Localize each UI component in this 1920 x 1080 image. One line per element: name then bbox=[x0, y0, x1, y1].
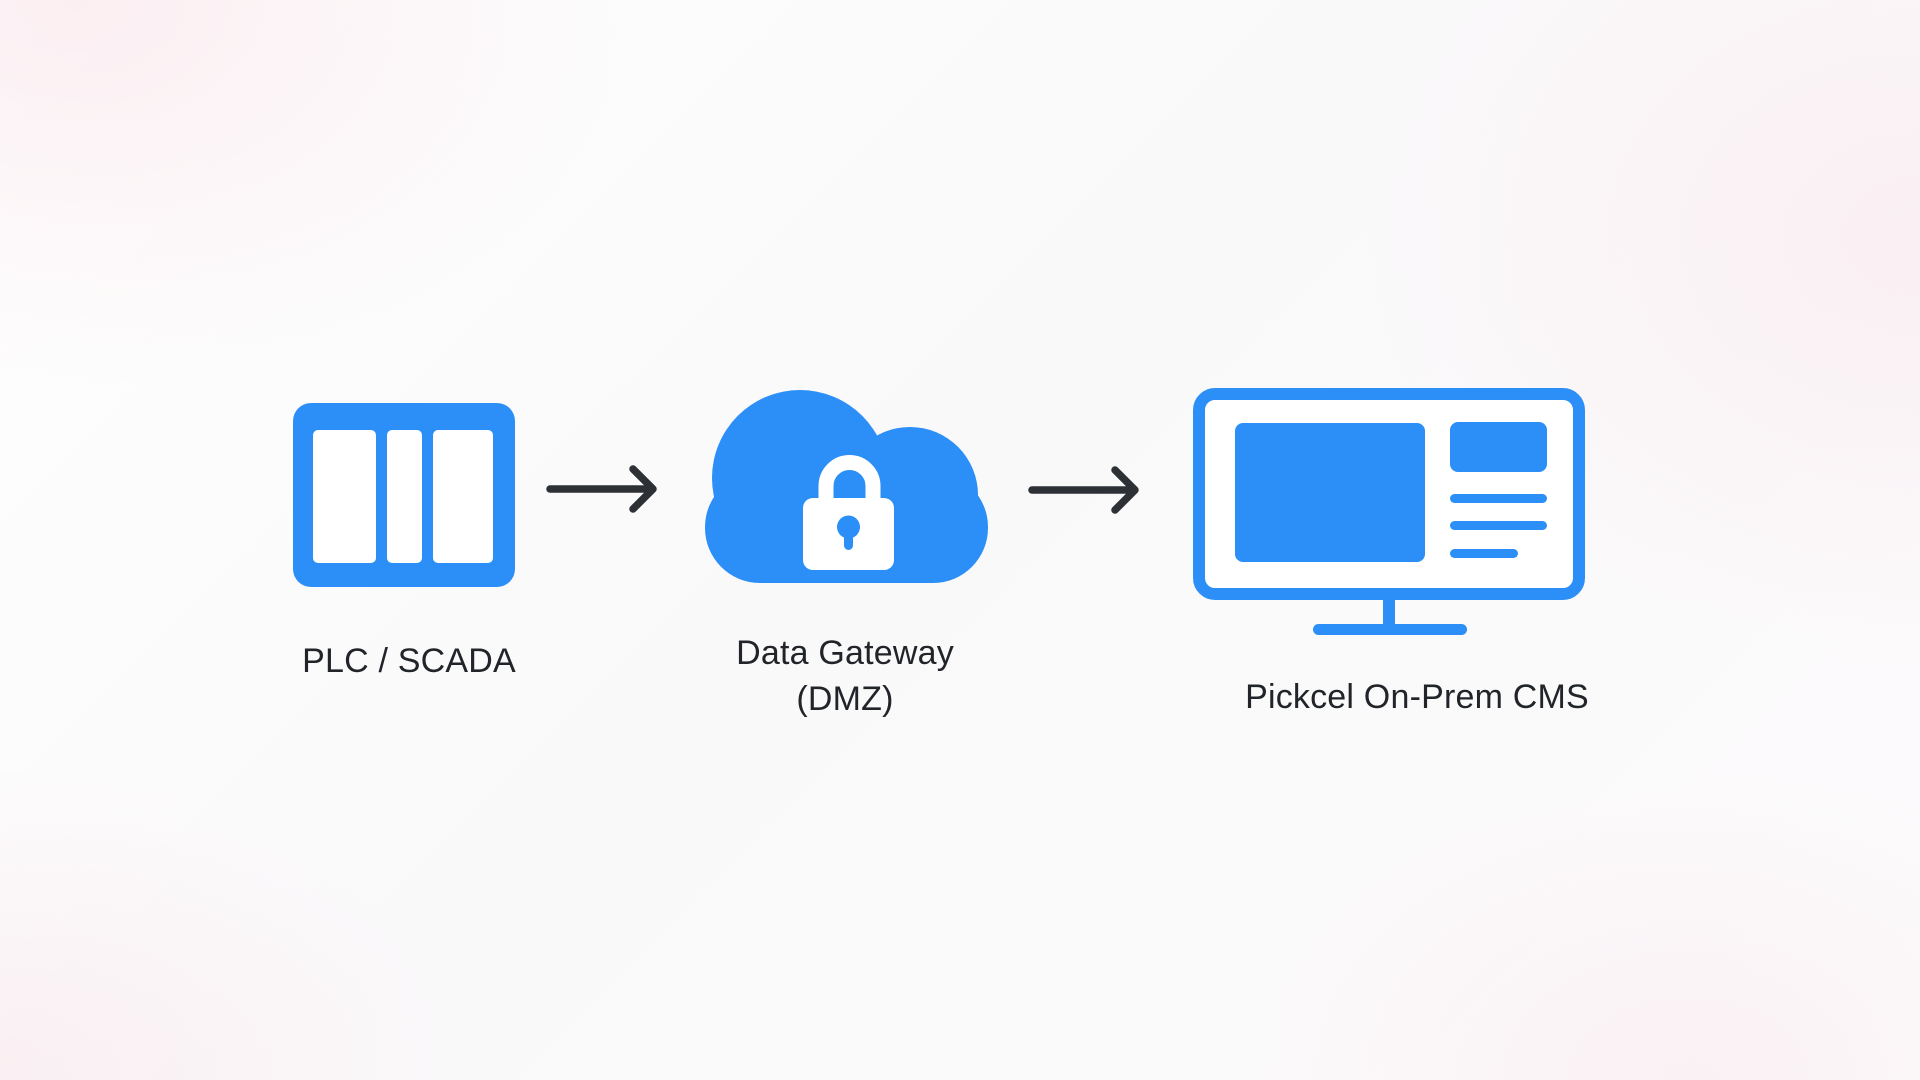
cloud-lock-icon bbox=[705, 390, 988, 583]
plc-panels-icon bbox=[293, 403, 515, 587]
node-label-data-gateway: Data Gateway (DMZ) bbox=[736, 630, 954, 722]
node-label-line2: (DMZ) bbox=[796, 680, 894, 719]
node-label-plc-scada: PLC / SCADA bbox=[302, 642, 516, 680]
monitor-dashboard-icon bbox=[1193, 388, 1585, 635]
flow-arrow-icon bbox=[543, 459, 663, 519]
node-plc-scada: PLC / SCADA bbox=[293, 403, 516, 683]
flow-arrow-icon bbox=[1025, 460, 1145, 520]
lock-glyph bbox=[803, 455, 894, 570]
node-label-line1: Data Gateway bbox=[736, 634, 954, 672]
node-data-gateway: Data Gateway (DMZ) bbox=[705, 390, 988, 720]
node-pickcel-cms: Pickcel On-Prem CMS bbox=[1193, 388, 1589, 718]
node-label-pickcel-cms: Pickcel On-Prem CMS bbox=[1245, 678, 1589, 716]
